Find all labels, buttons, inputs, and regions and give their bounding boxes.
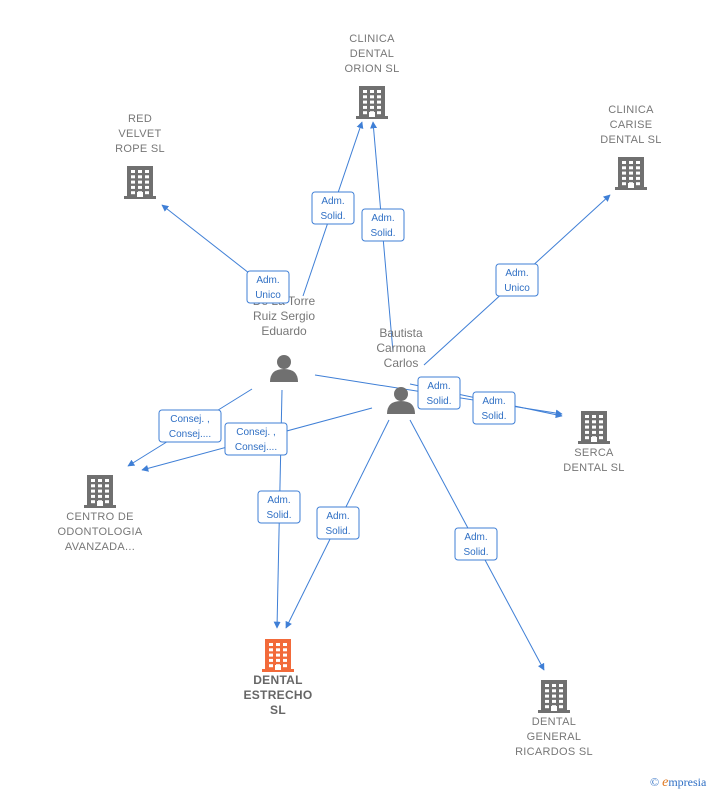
nodes-layer: CLINICA DENTAL ORION SL RED VELVET ROPE SL CLI… [58,33,662,758]
edge-label-text: Solid. [481,411,506,422]
company-label: ODONTOLOGIA [58,526,143,538]
company-label: RED [128,113,152,125]
company-node-general[interactable]: DENTAL GENERAL RICARDOS SL [515,680,593,758]
building-icon [578,411,610,444]
company-label: CLINICA [349,33,395,45]
company-node-orion[interactable]: CLINICA DENTAL ORION SL [345,33,400,119]
building-icon [84,475,116,508]
company-node-redvelvet[interactable]: RED VELVET ROPE SL [115,113,165,199]
edge-label-box [311,191,355,225]
edge-label-text: Adm. [371,213,394,224]
edge-label-bautista-orion[interactable]: Adm. Solid. [361,208,405,242]
company-label: DENTAL [253,673,303,687]
edge-label-text: Adm. [326,511,349,522]
person-label: Ruiz Sergio [253,309,315,323]
company-node-centro[interactable]: CENTRO DE ODONTOLOGIA AVANZADA... [58,475,143,553]
building-icon [538,680,570,713]
edge-label-text: Consej. , [170,414,209,425]
company-label: ESTRECHO [243,688,312,702]
company-label: CENTRO DE [66,511,133,523]
company-label: SL [270,703,286,717]
edge-label-text: Consej.... [169,429,211,440]
edge-label-delatorre-centro[interactable]: Consej. , Consej.... [158,409,222,443]
company-node-carise[interactable]: CLINICA CARISE DENTAL SL [600,104,661,190]
edge-label-text: Solid. [320,211,345,222]
company-label: DENTAL [350,48,394,60]
edge-label-text: Unico [504,283,530,294]
edge-label-box [224,422,288,456]
edge-label-bautista-carise[interactable]: Adm. Unico [495,263,539,297]
person-label: Bautista [379,326,423,340]
building-icon [356,86,388,119]
edge-label-delatorre-orion[interactable]: Adm. Solid. [311,191,355,225]
company-node-serca[interactable]: SERCA DENTAL SL [563,411,624,474]
edge-label-delatorre-estrecho[interactable]: Adm. Solid. [257,490,301,524]
brand-logo-text: mpresia [668,775,707,789]
edge-label-text: Consej. , [236,427,275,438]
edge-label-box [454,527,498,561]
building-icon [124,166,156,199]
company-label: RICARDOS SL [515,746,593,758]
company-label: ORION SL [345,63,400,75]
person-icon [270,355,298,382]
company-label: AVANZADA... [65,541,135,553]
edge-label-box [257,490,301,524]
edge-label-box [158,409,222,443]
edge-labels-layer: Adm.UnicoAdm.Solid.Adm.Solid.Adm.UnicoAd… [158,191,539,561]
edge-label-box [246,270,290,304]
watermark: © empresia [650,775,706,791]
edge-label-text: Adm. [267,495,290,506]
company-label: GENERAL [527,731,582,743]
person-label: Eduardo [261,324,307,338]
edge-label-text: Adm. [482,396,505,407]
edge-label-text: Unico [255,290,281,301]
building-icon [615,157,647,190]
edge-label-text: Solid. [463,547,488,558]
edge-label-delatorre-serca[interactable]: Adm. Solid. [417,376,461,410]
company-label: DENTAL [532,716,576,728]
edge-label-text: Adm. [256,275,279,286]
edge-label-bautista-centro[interactable]: Consej. , Consej.... [224,422,288,456]
edge-label-bautista-general[interactable]: Adm. Solid. [454,527,498,561]
edge-label-text: Solid. [426,396,451,407]
edge-label-text: Adm. [427,381,450,392]
building-icon [262,639,294,672]
edge-label-text: Adm. [321,196,344,207]
company-label: VELVET [118,128,161,140]
edge-label-text: Adm. [464,532,487,543]
company-label: CARISE [610,119,653,131]
company-label: ROPE SL [115,143,165,155]
brand-logo-initial: e [662,775,669,790]
edge-label-box [361,208,405,242]
edge-label-box [417,376,461,410]
edge-label-bautista-estrecho[interactable]: Adm. Solid. [316,506,360,540]
edge-label-box [495,263,539,297]
edge-label-text: Solid. [325,526,350,537]
edge-label-text: Adm. [505,268,528,279]
copyright-symbol: © [650,775,660,789]
person-icon [387,387,415,414]
company-label: SERCA [574,447,614,459]
edge-label-box [316,506,360,540]
company-label: DENTAL SL [563,462,624,474]
edge-label-text: Solid. [266,510,291,521]
edge-label-box [472,391,516,425]
edge-label-text: Consej.... [235,442,277,453]
company-label: CLINICA [608,104,654,116]
person-label: Carlos [384,356,419,370]
company-label: DENTAL SL [600,134,661,146]
person-label: Carmona [376,341,426,355]
edge-label-bautista-serca[interactable]: Adm. Solid. [472,391,516,425]
edges-layer [127,121,611,671]
edge-label-text: Solid. [370,228,395,239]
edge-label-delatorre-redvelvet[interactable]: Adm. Unico [246,270,290,304]
